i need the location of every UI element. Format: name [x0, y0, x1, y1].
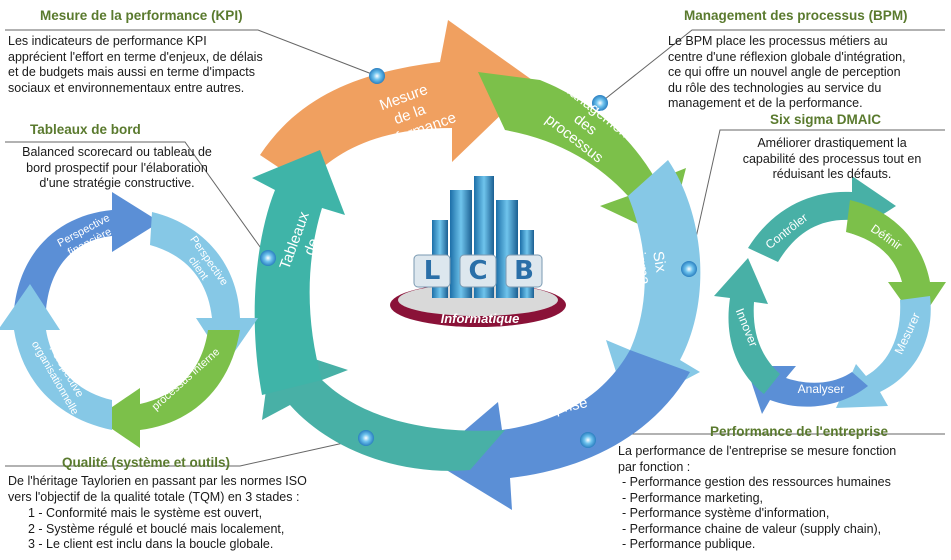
main-cycle [252, 20, 701, 510]
heading-sixsigma: Six sigma DMAIC [770, 112, 882, 127]
text-bpm: Le BPM place les processus métiers au ce… [668, 34, 906, 110]
logo-letter-2: C [468, 256, 488, 286]
main-arrow-mesure [260, 20, 535, 185]
list-item: - Performance gestion des ressources hum… [622, 475, 891, 489]
logo-band-text: Informatique [440, 311, 520, 326]
right-arrow-innover [714, 258, 780, 394]
list-performance: - Performance gestion des ressources hum… [622, 475, 942, 553]
leader-line-qualite [5, 437, 367, 467]
logo-letter-3: B [514, 256, 534, 286]
dot-bpm [592, 95, 608, 111]
list-item: - Performance publique. [622, 537, 756, 551]
dot-qualite [358, 430, 374, 446]
heading-bpm: Management des processus (BPM) [684, 8, 908, 23]
text-kpi: Les indicateurs de performance KPI appré… [8, 34, 263, 95]
main-arrow-sixsigma [606, 160, 701, 410]
right-label-analyser: Analyser [797, 382, 845, 396]
dot-performance [580, 432, 596, 448]
main-arrow-performance [430, 350, 690, 510]
list-item: - Performance système d'information, [622, 506, 830, 520]
list-item: 3 - Le client est inclu dans la boucle g… [28, 537, 274, 551]
heading-tableaux: Tableaux de bord [30, 122, 141, 137]
right-arrow-controler [748, 176, 896, 262]
heading-kpi: Mesure de la performance (KPI) [40, 8, 243, 23]
logo [390, 176, 566, 327]
leader-line-bpm [599, 29, 945, 104]
left-arrow-client [150, 212, 258, 364]
left-arrow-processus [96, 330, 240, 448]
leader-line-tableaux [5, 141, 269, 259]
left-cycle [0, 192, 258, 448]
logo-letter-1: L [423, 256, 441, 286]
dot-sixsigma [681, 261, 697, 277]
heading-performance: Performance de l'entreprise [710, 424, 889, 439]
main-arrow-tableaux [252, 150, 345, 395]
list-item: - Performance chaine de valeur (supply c… [622, 521, 882, 536]
heading-qualite: Qualité (système et outils) [62, 455, 231, 470]
text-performance: La performance de l'entreprise se mesure… [618, 444, 897, 474]
list-item: 2 - Système régulé et bouclé mais locale… [28, 521, 285, 536]
dot-kpi [369, 68, 385, 84]
left-arrow-financiere [14, 192, 160, 310]
text-sixsigma: Améliorer drastiquement la capabilité de… [742, 136, 922, 181]
right-cycle [714, 176, 946, 414]
right-arrow-definir [846, 200, 946, 324]
leader-line-sixsigma [688, 129, 945, 270]
connector-dots [260, 68, 697, 448]
list-qualite: 1 - Conformité mais le système est ouver… [28, 506, 348, 553]
text-qualite: De l'héritage Taylorien en passant par l… [8, 474, 307, 504]
main-arrow-qualite [262, 345, 505, 471]
left-arrow-organisationnelle [0, 284, 112, 430]
leader-line-kpi [5, 29, 378, 77]
list-item: 1 - Conformité mais le système est ouver… [28, 506, 263, 520]
dot-tableaux [260, 250, 276, 266]
list-item: - Performance marketing, [622, 490, 764, 505]
text-tableaux: Balanced scorecard ou tableau de bord pr… [22, 145, 212, 190]
